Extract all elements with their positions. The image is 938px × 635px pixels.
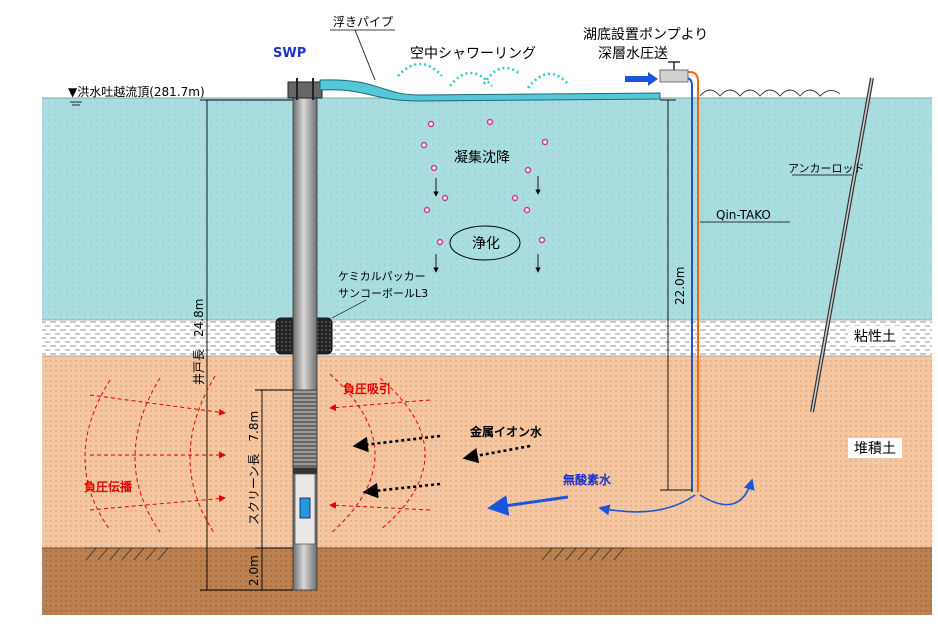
label-deep-water-1: 湖底設置ポンプより (583, 27, 708, 43)
label-metal-ion-water: 金属イオン水 (469, 424, 543, 439)
float-pipe-leader (354, 29, 376, 81)
shower-spray (397, 62, 569, 89)
negative-pressure-arrows (89, 394, 431, 511)
label-negative-propagation: 負圧伝播 (84, 479, 133, 494)
sediment-label-bg (848, 438, 902, 458)
negative-pressure-arcs (84, 373, 426, 535)
label-screen-length: スクリーン長 7.8m (247, 411, 261, 525)
clay-texture (42, 320, 932, 356)
label-float-pipe: 浮きパイプ (333, 15, 393, 29)
dim-screen (255, 389, 293, 590)
label-depth-22m: 22.0m (673, 267, 687, 305)
anchor-rod (810, 77, 874, 413)
sediment-texture (42, 356, 932, 548)
label-packer-2: サンコーボールL3 (338, 287, 428, 300)
label-bottom-2m: 2.0m (247, 555, 261, 586)
bedrock-hatch-right (540, 547, 630, 561)
label-sediment: 堆積土 (854, 441, 896, 457)
anoxic-arrow-curve-right (699, 478, 755, 506)
flocculation-particles (420, 118, 549, 246)
label-negative-suction: 負圧吸引 (343, 381, 391, 396)
well-head (287, 81, 323, 99)
dim-well-length (200, 99, 293, 591)
label-swp: SWP (273, 46, 306, 61)
anoxic-arrow-left (487, 495, 569, 516)
screen-lower-band (293, 468, 317, 474)
packer-leader (331, 299, 367, 319)
metal-ion-arrows (352, 434, 531, 499)
water-texture (42, 98, 932, 320)
label-deep-water-2: 深層水圧送 (598, 46, 668, 62)
label-coagulation: 凝集沈降 (454, 149, 510, 166)
label-anoxic-water: 無酸素水 (563, 472, 612, 487)
label-packer-1: ケミカルパッカー (338, 270, 426, 283)
purification-oval (449, 225, 521, 261)
label-well-length: 井戸長 24.8m (192, 299, 206, 385)
floating-pipe (319, 79, 661, 102)
label-flood-level: ▼洪水吐越流頂(281.7m) (68, 85, 205, 99)
label-clay: 粘性土 (854, 329, 896, 345)
label-purification: 浄化 (472, 236, 500, 252)
dim-22m (660, 99, 692, 491)
settling-arrows (433, 176, 541, 273)
label-qin-tako: Qin-TAKO (716, 208, 771, 222)
well-screen (292, 389, 318, 469)
clay-label-bg (848, 326, 902, 346)
anoxic-arrow-curve-left (598, 494, 696, 516)
qin-tako-pipe (659, 61, 699, 492)
pressure-inlet-arrow (625, 72, 658, 86)
label-aerial-shower-ring: 空中シャワーリング (410, 46, 536, 62)
label-anchor-rod: アンカーロッド (788, 162, 865, 175)
bedrock-hatch-left (84, 547, 172, 561)
bedrock-texture (42, 548, 932, 615)
surface-waves (699, 89, 841, 97)
submersible-pump (299, 497, 311, 519)
